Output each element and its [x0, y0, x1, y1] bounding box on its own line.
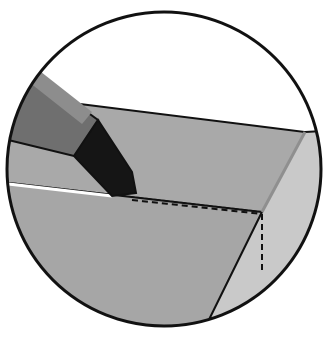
illustration-canvas — [0, 0, 328, 338]
magnified-detail-illustration — [0, 0, 328, 338]
